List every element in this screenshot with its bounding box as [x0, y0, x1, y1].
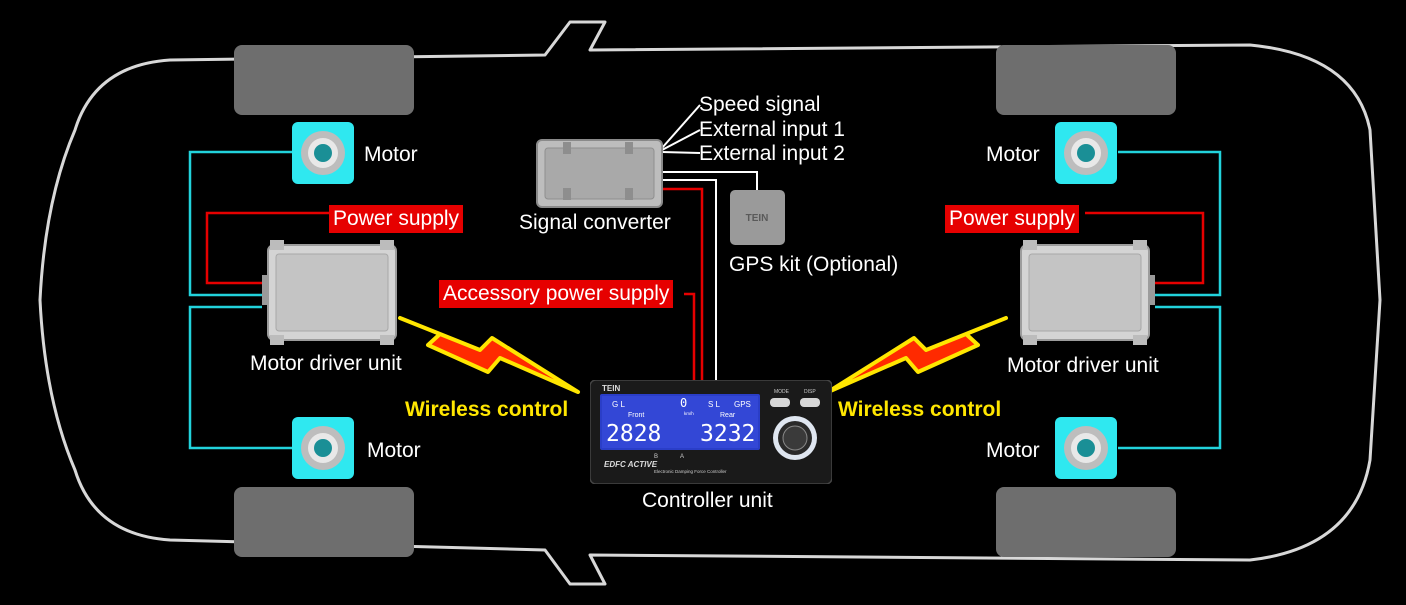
gps-kit-label: GPS kit (Optional)	[729, 253, 899, 276]
motor-driver-unit-label-left: Motor driver unit	[250, 352, 402, 375]
wireless-control-label-right: Wireless control	[838, 398, 1002, 421]
motor-wires-left	[188, 150, 292, 450]
controller-rear-label: Rear	[720, 412, 736, 419]
power-supply-label-right: Power supply	[945, 205, 1080, 233]
tire-front-left	[234, 45, 414, 115]
external-input-2-label: External input 2	[699, 142, 845, 165]
accessory-power-supply-label: Accessory power supply	[439, 280, 674, 308]
motor-driver-unit-right	[1020, 240, 1155, 345]
controller-front-value: 2828	[606, 421, 661, 447]
controller-gps-badge: GPS	[734, 400, 751, 409]
car-body-outline	[38, 20, 1382, 586]
controller-disp-label: DISP	[804, 389, 816, 395]
signal-converter-label: Signal converter	[519, 211, 671, 234]
tire-rear-left	[234, 487, 414, 557]
controller-brand: TEIN	[602, 384, 620, 393]
controller-unit: TEIN MODE DISP G L 0 km/h S L GPS Front …	[589, 379, 833, 485]
motor-driver-unit-label-right: Motor driver unit	[1007, 354, 1159, 377]
speed-signal-label: Speed signal	[699, 93, 821, 116]
motor-driver-unit-left	[262, 240, 397, 345]
tire-rear-right	[996, 487, 1176, 557]
motor-front-right	[1055, 122, 1117, 184]
motor-front-left	[292, 122, 354, 184]
motor-label-rear-left: Motor	[367, 439, 421, 462]
lightning-bolt-left	[398, 316, 580, 394]
gps-kit-box: TEIN	[730, 190, 785, 245]
motor-rear-right	[1055, 417, 1117, 479]
controller-right-badge: S L	[708, 400, 721, 409]
controller-speed-value: 0	[680, 396, 687, 410]
lightning-bolt-right	[826, 316, 1008, 394]
controller-unit-graphic: TEIN MODE DISP G L 0 km/h S L GPS Front …	[589, 379, 833, 485]
controller-model: EDFC ACTIVE	[604, 460, 658, 469]
power-wires	[205, 187, 1205, 380]
controller-left-badge: G L	[612, 400, 625, 409]
controller-a-label: A	[680, 454, 684, 460]
gps-kit-brand: TEIN	[746, 213, 769, 224]
controller-front-label: Front	[628, 412, 644, 419]
controller-rear-value: 3232	[700, 421, 755, 447]
controller-speed-unit: km/h	[684, 411, 694, 416]
controller-unit-label: Controller unit	[642, 489, 773, 512]
motor-label-front-right: Motor	[986, 143, 1040, 166]
motor-rear-left	[292, 417, 354, 479]
motor-label-front-left: Motor	[364, 143, 418, 166]
motor-label-rear-right: Motor	[986, 439, 1040, 462]
signal-converter-box	[536, 139, 663, 208]
signal-wires	[661, 104, 758, 380]
wireless-control-label-left: Wireless control	[405, 398, 569, 421]
controller-b-label: B	[654, 454, 658, 460]
motor-wires-right	[1118, 150, 1222, 450]
tire-front-right	[996, 45, 1176, 115]
controller-subtitle: Electronic Damping Force Controller	[654, 469, 727, 474]
external-input-1-label: External input 1	[699, 118, 845, 141]
power-supply-label-left: Power supply	[329, 205, 464, 233]
controller-mode-label: MODE	[774, 389, 790, 395]
